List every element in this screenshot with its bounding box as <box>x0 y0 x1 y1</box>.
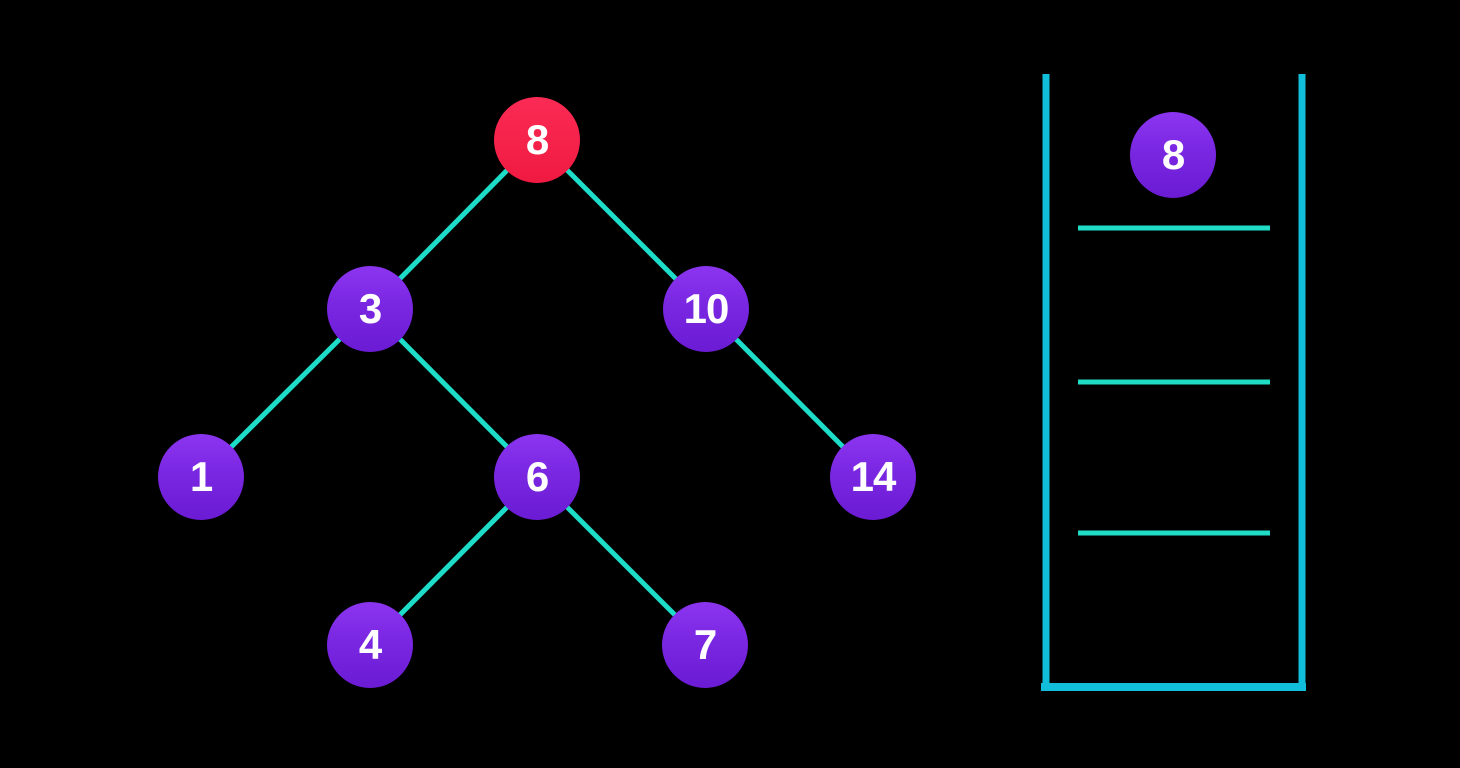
tree-node-10: 10 <box>663 266 749 352</box>
tree-node-1: 1 <box>158 434 244 520</box>
tree-node-7: 7 <box>662 602 748 688</box>
tree-node-4: 4 <box>327 602 413 688</box>
node-value: 14 <box>850 453 897 500</box>
tree-node-root-8: 8 <box>494 97 580 183</box>
tree-node-3: 3 <box>327 266 413 352</box>
stack-container <box>1041 74 1306 691</box>
node-value: 8 <box>525 116 549 163</box>
tree-node-6: 6 <box>494 434 580 520</box>
node-value: 1 <box>189 453 213 500</box>
node-value: 10 <box>683 285 730 332</box>
tree-edges <box>199 138 875 647</box>
node-value: 6 <box>525 453 549 500</box>
stack-item-8: 8 <box>1130 112 1216 198</box>
node-value: 3 <box>358 285 382 332</box>
node-value: 4 <box>358 621 382 668</box>
tree-node-14: 14 <box>830 434 916 520</box>
node-value: 7 <box>693 621 717 668</box>
stack-item-value: 8 <box>1161 131 1185 178</box>
